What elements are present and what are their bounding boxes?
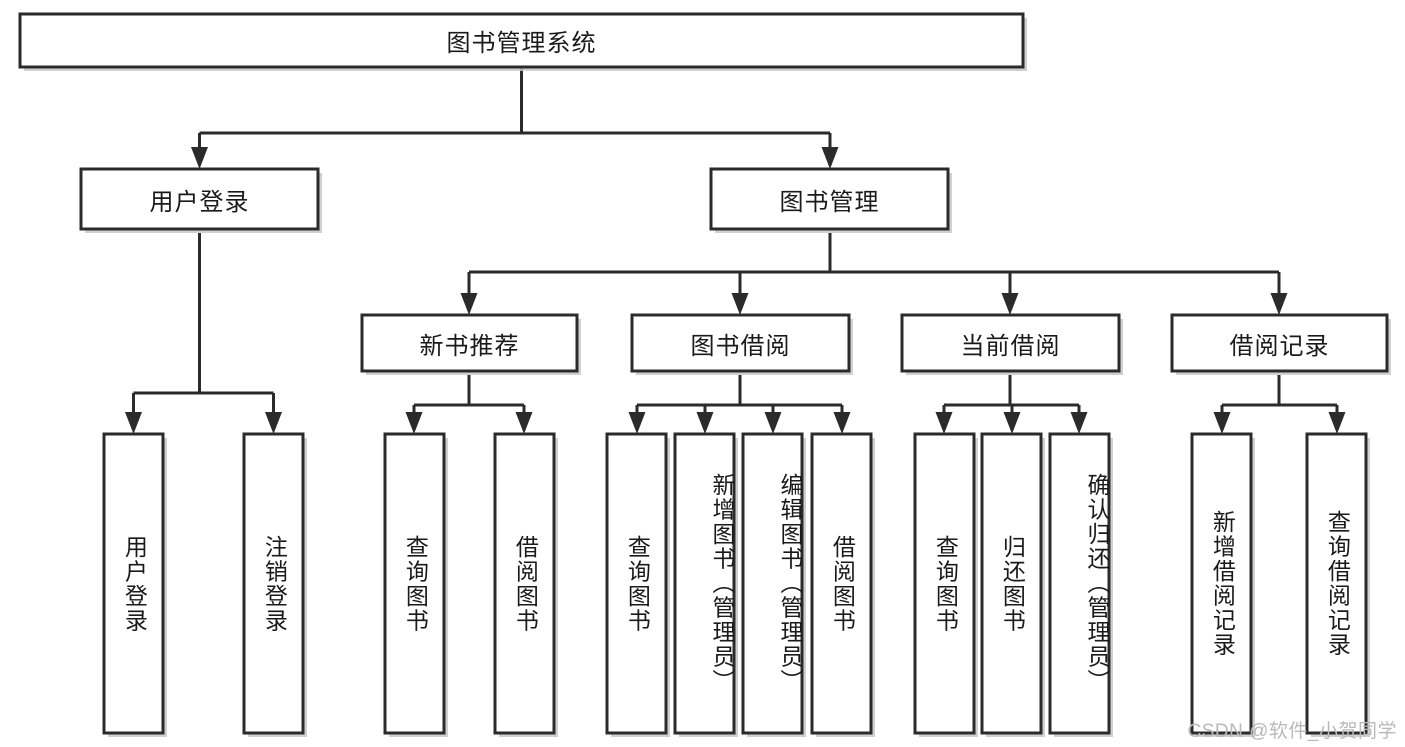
leaf-new-book-0[interactable] xyxy=(383,432,448,737)
leaf-current-borrow-1[interactable] xyxy=(980,432,1045,737)
arrowhead-nb-leaf1 xyxy=(405,412,423,434)
leaf-user-login-0[interactable] xyxy=(102,432,167,737)
edges-currentborrow-to-leaves xyxy=(935,375,1088,434)
node-book-borrow[interactable] xyxy=(630,313,853,375)
node-current-borrow[interactable] xyxy=(900,313,1123,375)
leaf-borrow-records-1[interactable] xyxy=(1305,432,1370,737)
csdn-watermark: CSDN @软件_小贺同学 xyxy=(1187,721,1397,742)
arrowhead-nb-leaf2 xyxy=(515,412,533,434)
arrowhead-borrow-records xyxy=(1270,293,1288,315)
edges-newbook-to-leaves xyxy=(405,375,533,434)
arrowhead-bb-leaf3 xyxy=(764,412,782,434)
node-book-management[interactable] xyxy=(709,167,952,233)
arrowhead-br-leaf1 xyxy=(1213,412,1231,434)
arrowhead-current-borrow xyxy=(1001,293,1019,315)
leaf-current-borrow-2[interactable] xyxy=(1048,432,1113,737)
arrowhead-bb-leaf4 xyxy=(833,412,851,434)
leaf-current-borrow-0[interactable] xyxy=(913,432,978,737)
arrowhead-cb-leaf3 xyxy=(1070,412,1088,434)
edges-userlogin-to-leaves xyxy=(125,233,282,434)
edges-borrowrecords-to-leaves xyxy=(1213,375,1346,434)
edges-bookborrow-to-leaves xyxy=(628,375,851,434)
leaf-book-borrow-2[interactable] xyxy=(741,432,806,737)
leaf-book-borrow-3[interactable] xyxy=(810,432,875,737)
leaf-book-borrow-0[interactable] xyxy=(605,432,670,737)
arrowhead-user-login xyxy=(191,147,208,169)
arrowhead-ul-leaf1 xyxy=(125,412,142,434)
arrowhead-br-leaf2 xyxy=(1328,412,1346,434)
arrowhead-book-borrow xyxy=(731,293,749,315)
edges-bookmgmt-to-level3 xyxy=(460,233,1288,315)
edges-root-to-level2 xyxy=(191,67,839,169)
arrowhead-cb-leaf1 xyxy=(935,412,953,434)
arrowhead-new-book xyxy=(460,293,478,315)
leaf-user-login-1[interactable] xyxy=(242,432,307,737)
leaf-book-borrow-1[interactable] xyxy=(673,432,738,737)
node-root[interactable] xyxy=(18,12,1027,71)
arrowhead-ul-leaf2 xyxy=(265,412,282,434)
node-borrow-records[interactable] xyxy=(1170,313,1391,375)
arrowhead-book-mgmt xyxy=(821,147,839,169)
node-new-book-recommend[interactable] xyxy=(360,313,581,375)
leaf-new-book-1[interactable] xyxy=(493,432,558,737)
arrowhead-bb-leaf1 xyxy=(628,412,646,434)
node-user-login[interactable] xyxy=(79,167,322,233)
arrowhead-bb-leaf2 xyxy=(696,412,714,434)
arrowhead-cb-leaf2 xyxy=(1003,412,1021,434)
leaf-borrow-records-0[interactable] xyxy=(1190,432,1255,737)
